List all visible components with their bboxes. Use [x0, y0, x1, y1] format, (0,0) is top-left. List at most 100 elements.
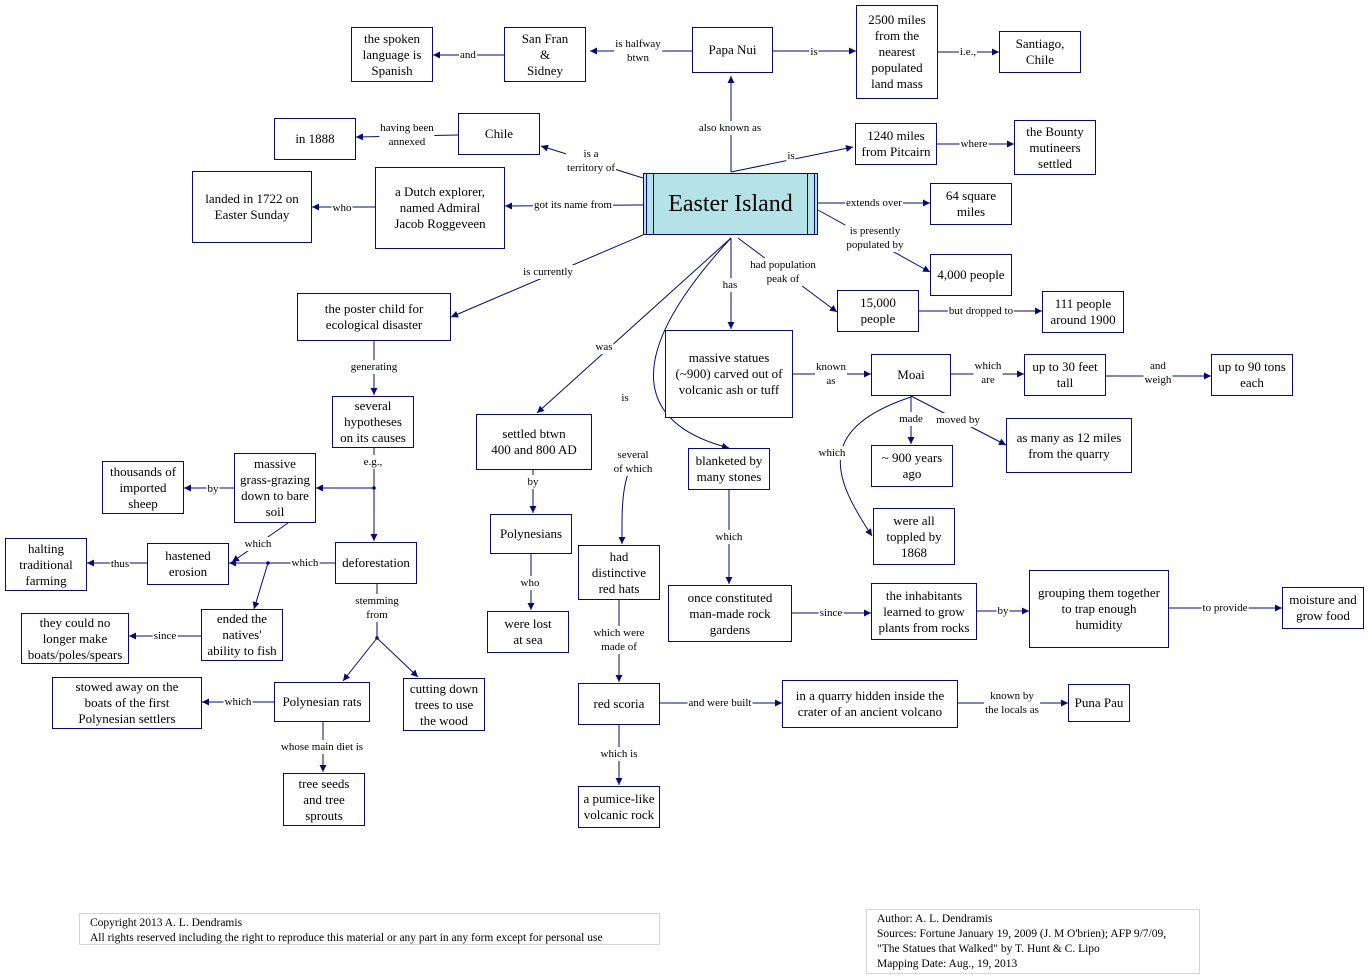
concept-node-easter[interactable]: Easter Island: [643, 173, 818, 235]
node-text: ago: [902, 466, 922, 481]
node-text: Spanish: [371, 62, 413, 78]
concept-node-chile[interactable]: Chile: [458, 113, 540, 155]
link-text: of which: [613, 463, 653, 475]
link-text: which: [244, 538, 272, 550]
node-text: Sidney: [526, 62, 564, 78]
link-label-by1: by: [206, 482, 220, 496]
node-text: mutineers: [1029, 139, 1081, 155]
rights-line: All rights reserved including the right …: [90, 932, 603, 944]
link-text: populated by: [846, 239, 904, 251]
link-text: who: [520, 577, 540, 589]
concept-node-rats[interactable]: Polynesian rats: [274, 682, 370, 722]
node-text: ecological disaster: [325, 317, 423, 332]
node-text: the inhabitants: [885, 587, 963, 603]
node-text: stowed away on the: [75, 679, 179, 694]
node-text: up to 30 feet: [1032, 359, 1098, 374]
concept-node-in1888[interactable]: in 1888: [274, 118, 356, 160]
node-text: 1240 miles: [867, 128, 925, 143]
link-text: made of: [601, 641, 637, 653]
link-label-made: made: [898, 412, 924, 426]
node-text: 2500 miles: [868, 12, 926, 27]
concept-node-moai[interactable]: Moai: [871, 354, 951, 396]
concept-node-deforest[interactable]: deforestation: [335, 542, 417, 584]
link-label-dropped: but dropped to: [947, 304, 1015, 318]
link-text: which is: [600, 748, 638, 760]
node-text: cutting down: [409, 680, 479, 696]
link-label-currently: is currently: [522, 265, 574, 279]
concept-node-pop4000[interactable]: 4,000 people: [930, 254, 1012, 296]
concept-node-punapau[interactable]: Puna Pau: [1068, 684, 1130, 722]
link-text: who: [332, 202, 352, 214]
concept-node-polynesians[interactable]: Polynesians: [490, 514, 572, 554]
node-text: deforestation: [342, 555, 410, 570]
concept-node-sanfran[interactable]: San Fran&Sidney: [504, 27, 586, 82]
node-text: sprouts: [305, 807, 343, 823]
link-label-extends: extends over: [845, 196, 903, 210]
link-label-by3: by: [996, 604, 1010, 618]
link-text: peak of: [766, 273, 800, 285]
node-text: the poster child for: [324, 301, 424, 316]
node-text: plants from rocks: [878, 619, 970, 635]
node-text: from the: [874, 28, 920, 43]
node-text: from the quarry: [1028, 445, 1110, 461]
link-text: is: [621, 392, 629, 404]
link-text: has: [722, 279, 738, 291]
link-text: moved by: [936, 414, 980, 426]
link-text: since: [819, 607, 843, 619]
node-text: once constituted: [687, 589, 773, 605]
link-label-which1: which: [243, 537, 273, 551]
concept-node-scoria[interactable]: red scoria: [578, 683, 660, 725]
node-text: humidity: [1075, 617, 1123, 632]
link-label-which2: which: [290, 556, 320, 570]
node-text: tall: [1056, 375, 1074, 390]
concept-node-papanui[interactable]: Papa Nui: [692, 27, 773, 73]
link-label-provide: to provide: [1201, 601, 1249, 615]
node-text: a pumice-like: [583, 791, 655, 806]
node-text: at sea: [513, 632, 543, 647]
node-text: volcanic ash or tuff: [678, 382, 780, 397]
node-text: Chile: [484, 126, 514, 141]
node-text: were lost: [504, 616, 552, 631]
concept-node-santiago[interactable]: Santiago,Chile: [999, 31, 1081, 73]
node-text: Moai: [897, 367, 925, 382]
link-text: by: [527, 476, 539, 488]
